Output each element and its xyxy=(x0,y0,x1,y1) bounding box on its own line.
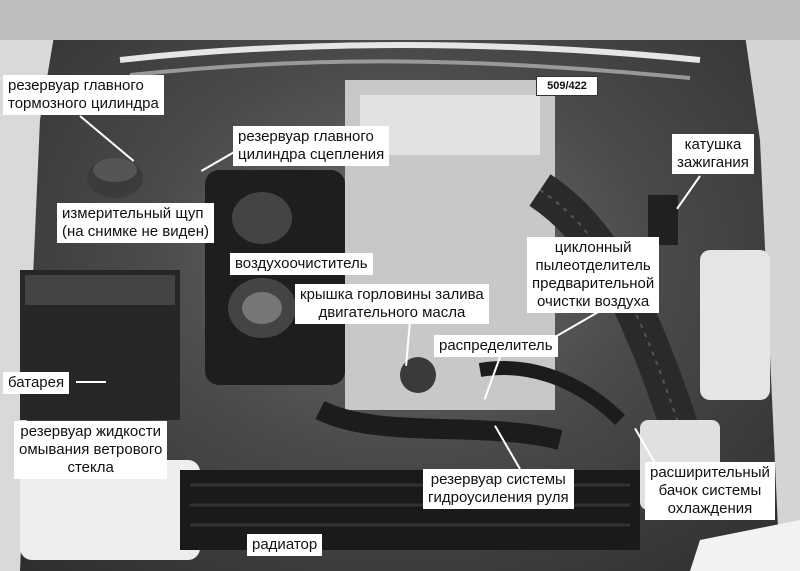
label-cyclone-separator: циклонный пылеотделитель предварительной… xyxy=(527,237,660,313)
label-brake-reservoir: резервуар главного тормозного цилиндра xyxy=(3,75,164,115)
label-power-steering-reservoir: резервуар системы гидроусиления руля xyxy=(423,469,574,509)
label-radiator: радиатор xyxy=(247,534,323,556)
label-distributor: распределитель xyxy=(434,335,558,357)
label-expansion-tank: расширительный бачок системы охлаждения xyxy=(645,462,775,520)
label-air-cleaner: воздухоочиститель xyxy=(230,253,373,275)
label-washer-reservoir: резервуар жидкости омывания ветрового ст… xyxy=(14,421,168,479)
label-dipstick: измерительный щуп (на снимке не виден) xyxy=(57,203,215,243)
label-clutch-reservoir: резервуар главного цилиндра сцепления xyxy=(233,126,390,166)
label-ignition-coil: катушка зажигания xyxy=(672,134,754,174)
label-oil-filler-cap: крышка горловины залива двигательного ма… xyxy=(295,284,489,324)
photo-code-tag: 509/422 xyxy=(536,76,598,96)
leader-battery xyxy=(76,381,106,383)
label-battery: батарея xyxy=(3,372,70,394)
